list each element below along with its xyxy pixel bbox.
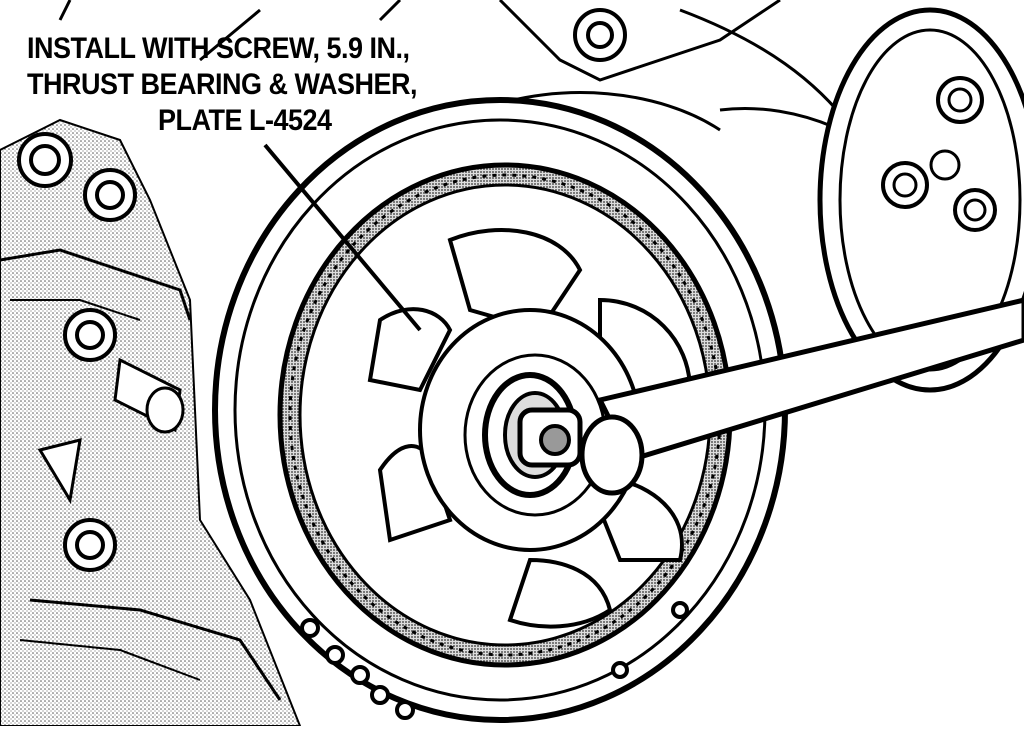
callout-line-2: THRUST BEARING & WASHER, bbox=[27, 68, 418, 101]
flywheel-holes bbox=[300, 601, 689, 720]
bolt-heads-left bbox=[17, 8, 627, 572]
installer-tool bbox=[482, 297, 1024, 498]
engine-block bbox=[0, 118, 302, 727]
accessory-pulley bbox=[817, 7, 1024, 393]
callout-leader-line bbox=[263, 143, 422, 332]
callout-line-1: INSTALL WITH SCREW, 5.9 IN., bbox=[27, 32, 410, 65]
callout-line-3: PLATE L-4524 bbox=[158, 104, 332, 137]
